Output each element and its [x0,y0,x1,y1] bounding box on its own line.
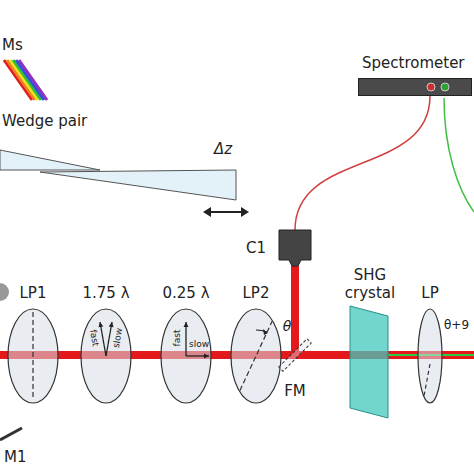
optic-outline [161,309,211,403]
optic-element [79,308,137,404]
green-fiber [444,98,474,212]
element-label: 0.25 λ [159,284,213,302]
element-label: 1.75 λ [79,284,133,302]
axis-label: θ [283,318,292,335]
mirror-symbol [0,428,22,440]
spectrum-stripe [16,60,44,100]
camera-body [279,230,311,266]
polarizer-axis [32,312,33,400]
optic-outline [231,309,281,403]
crystal-symbol [338,306,402,420]
arrow-head [241,207,249,217]
part-label: Δz [214,140,232,158]
fiber-port [427,83,435,91]
optic-outline [81,309,131,403]
arrow-head [184,322,189,327]
optic-element [159,308,217,404]
mirror-mount [0,283,9,301]
spectrometer-box: Spectrometer [358,54,472,98]
part-label: M1 [4,448,27,466]
axis-label: fast [172,330,183,347]
camera: C1 [246,230,318,270]
arrow-head [204,354,209,359]
polarizer-axis [424,364,430,396]
axis-label: slow [189,339,209,350]
camera-symbol [277,230,313,268]
linear-polarizer: LP1 [6,284,60,406]
fiber-port [441,83,449,91]
optical-fiber [295,96,430,230]
element-label: FM [270,382,320,400]
fiber-ports [359,79,471,95]
wave-plate: 1.75 λfastslow [79,284,133,406]
arrow-head [263,329,268,335]
laser-beam [291,266,299,355]
wedge-prism [40,170,236,200]
element-label: Spectrometer [362,54,465,72]
optic-outline [418,309,442,403]
linear-polarizer: LP2θ [229,284,293,406]
optic-element [229,308,287,404]
optic-outline [8,309,58,403]
spectrometer-body [358,78,472,96]
arrow-head [109,322,114,327]
part-label: Ms [2,36,23,54]
optic-element [6,308,64,404]
shg-crystal: SHG crystal [338,266,402,422]
spectrum-stripe [13,60,41,100]
arrow-head [203,207,211,217]
axis-label: θ+9 [444,318,469,332]
part-label: Wedge pair [2,112,87,130]
linear-polarizer: LP θ+9 [416,284,472,406]
mirror-outline [279,339,312,372]
spectrum-stripe [19,60,47,100]
element-label: C1 [246,239,266,257]
wedge-prism [0,150,100,170]
element-label: LP [416,284,444,302]
element-label: SHG crystal [338,266,402,302]
element-label: LP1 [6,284,60,302]
crystal-body [350,306,388,418]
axis-arrow [185,322,186,356]
shift-arrow [210,211,242,213]
polarizer-axis [240,322,272,391]
optic-element [416,308,448,404]
flip-mirror: FM [270,330,320,402]
axis-arrow [106,322,112,356]
wave-plate: 0.25 λ fast slow [159,284,213,406]
axis-arrow [100,322,106,356]
mirror-symbol [270,330,320,380]
arrow-head [98,322,103,327]
element-label: LP2 [229,284,283,302]
